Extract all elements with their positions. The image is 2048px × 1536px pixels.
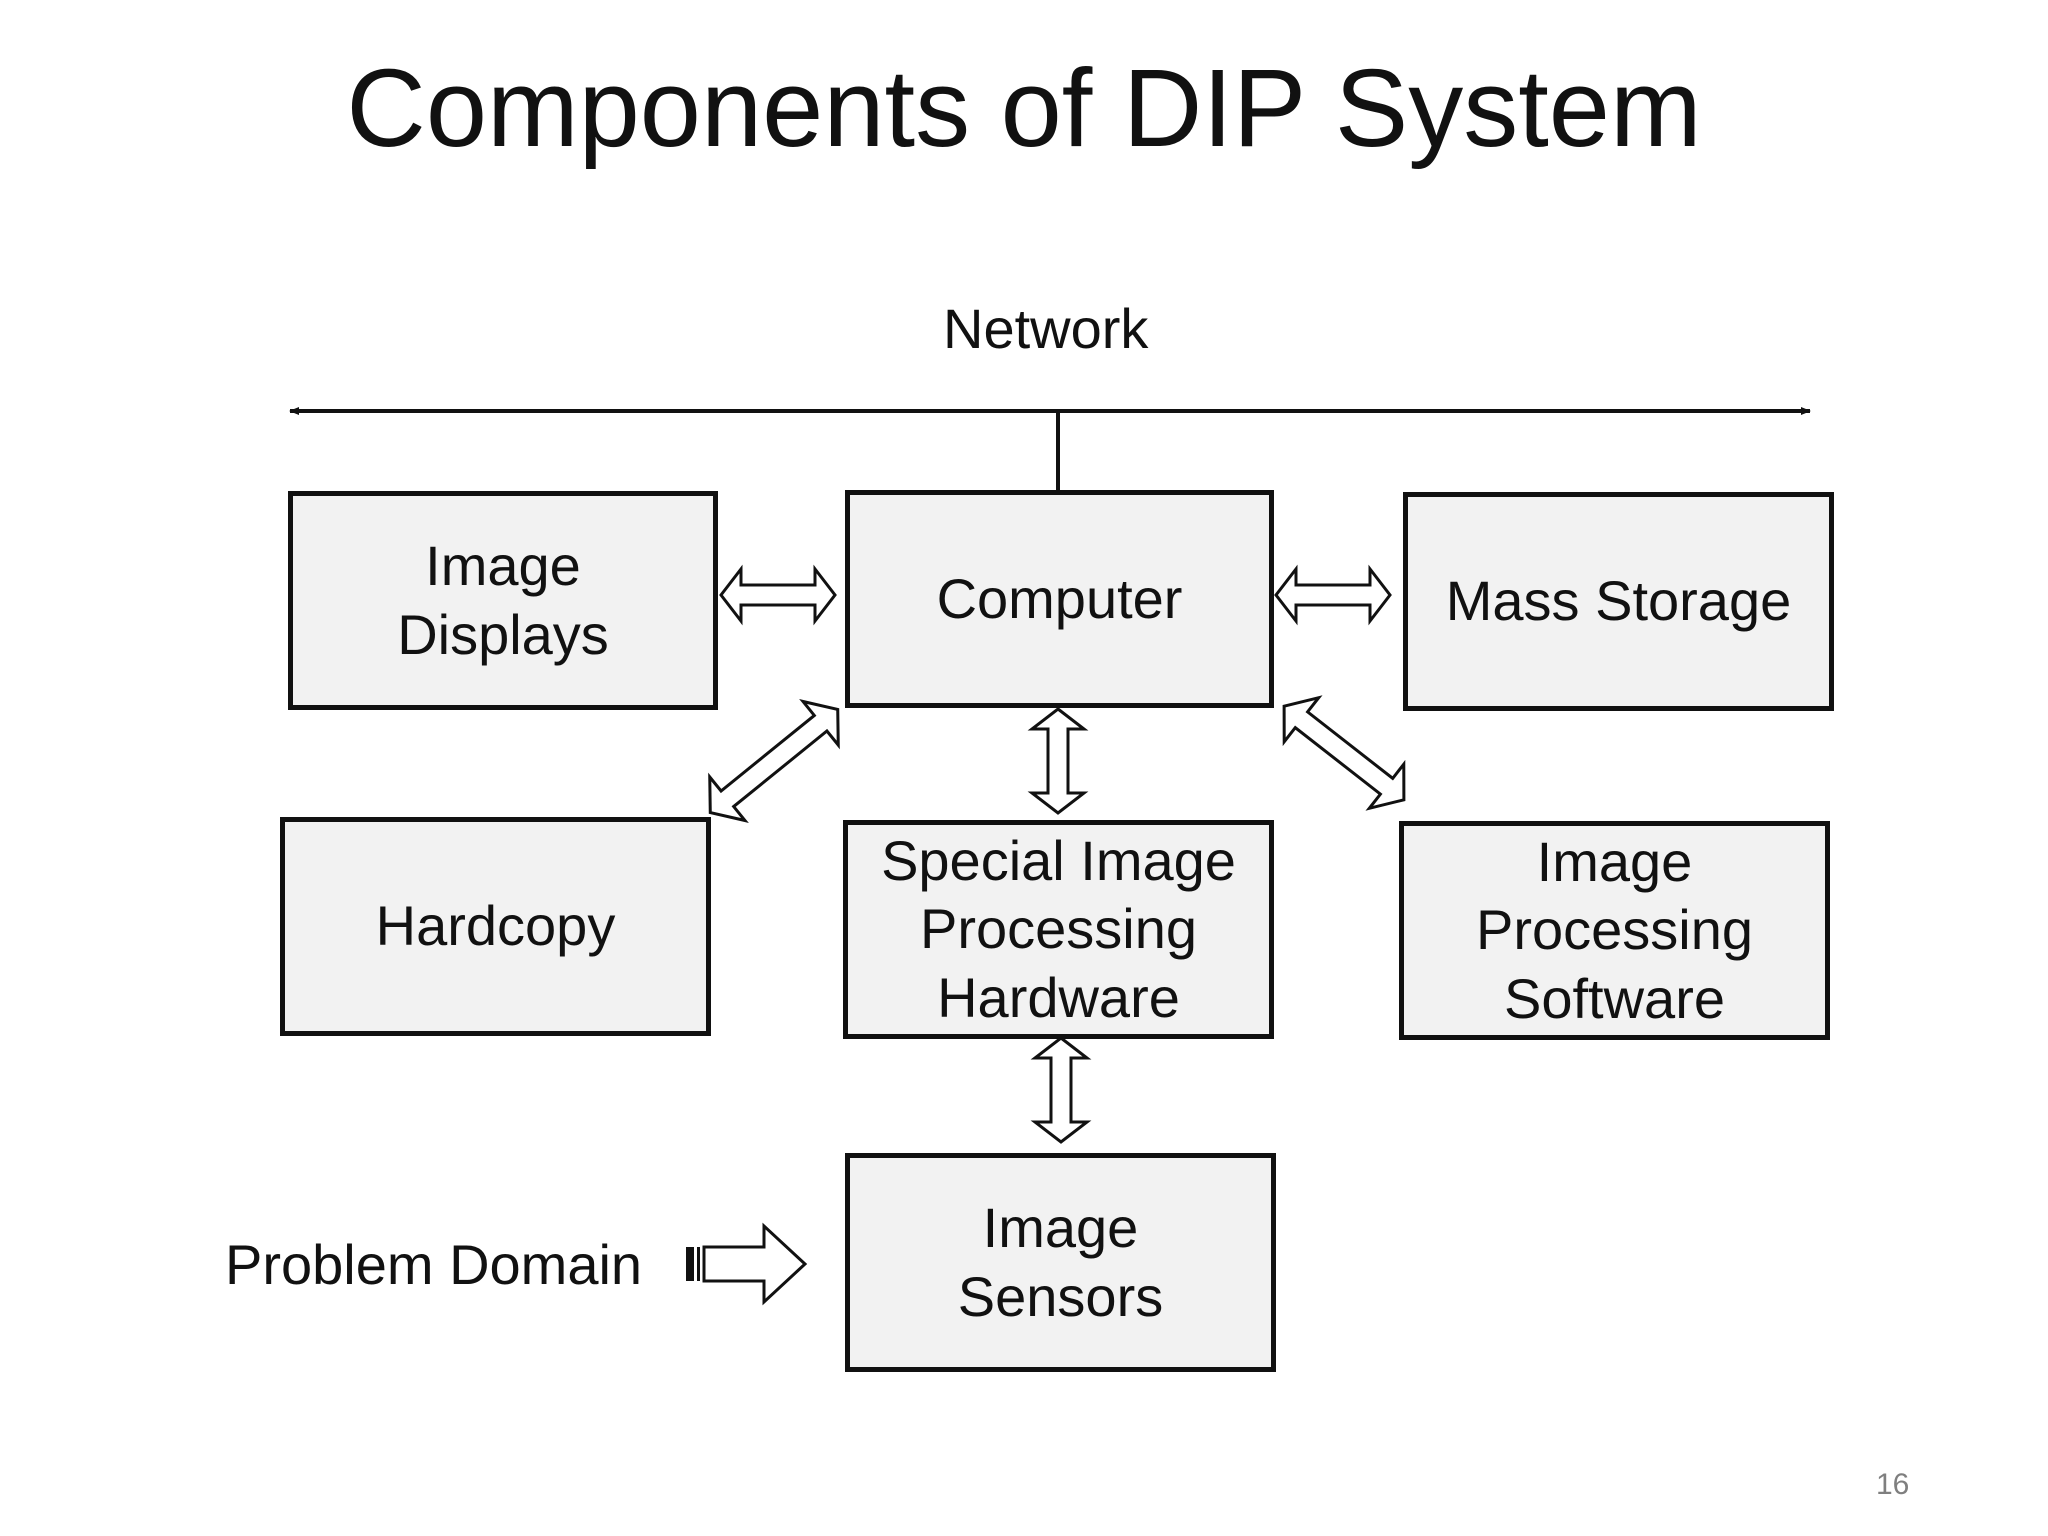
mass-storage-label: Mass Storage	[1445, 569, 1792, 633]
image-sensors-label: Image Sensors	[957, 1196, 1164, 1328]
computer-label: Computer	[936, 566, 1183, 630]
computer-software-arrow	[1282, 695, 1406, 811]
page-number: 16	[1876, 1468, 1910, 1501]
mass-storage-box: Mass Storage	[1403, 492, 1834, 711]
hardware-sensors-arrow	[1030, 1036, 1092, 1144]
image-sensors-box: Image Sensors	[845, 1153, 1276, 1372]
problem-domain-label: Problem Domain	[225, 1233, 643, 1296]
processing-software-box: Image Processing Software	[1399, 821, 1830, 1040]
image-displays-label: Image Displays	[397, 534, 609, 666]
computer-box: Computer	[845, 490, 1274, 708]
computer-hardware-arrow	[1027, 707, 1089, 815]
computer-hardcopy-arrow	[708, 699, 840, 823]
slide-title: Components of DIP System	[346, 47, 1702, 170]
image-displays-box: Image Displays	[288, 491, 718, 710]
displays-computer-arrow	[719, 564, 837, 626]
processing-software-label: Image Processing Software	[1475, 830, 1754, 1030]
hardcopy-label: Hardcopy	[375, 894, 616, 958]
computer-storage-arrow	[1274, 564, 1392, 626]
network-label: Network	[943, 297, 1149, 360]
hardcopy-box: Hardcopy	[280, 817, 711, 1036]
problem-domain-arrow	[686, 1222, 808, 1306]
special-hardware-label: Special Image Processing Hardware	[881, 829, 1236, 1029]
special-hardware-box: Special Image Processing Hardware	[843, 820, 1274, 1039]
